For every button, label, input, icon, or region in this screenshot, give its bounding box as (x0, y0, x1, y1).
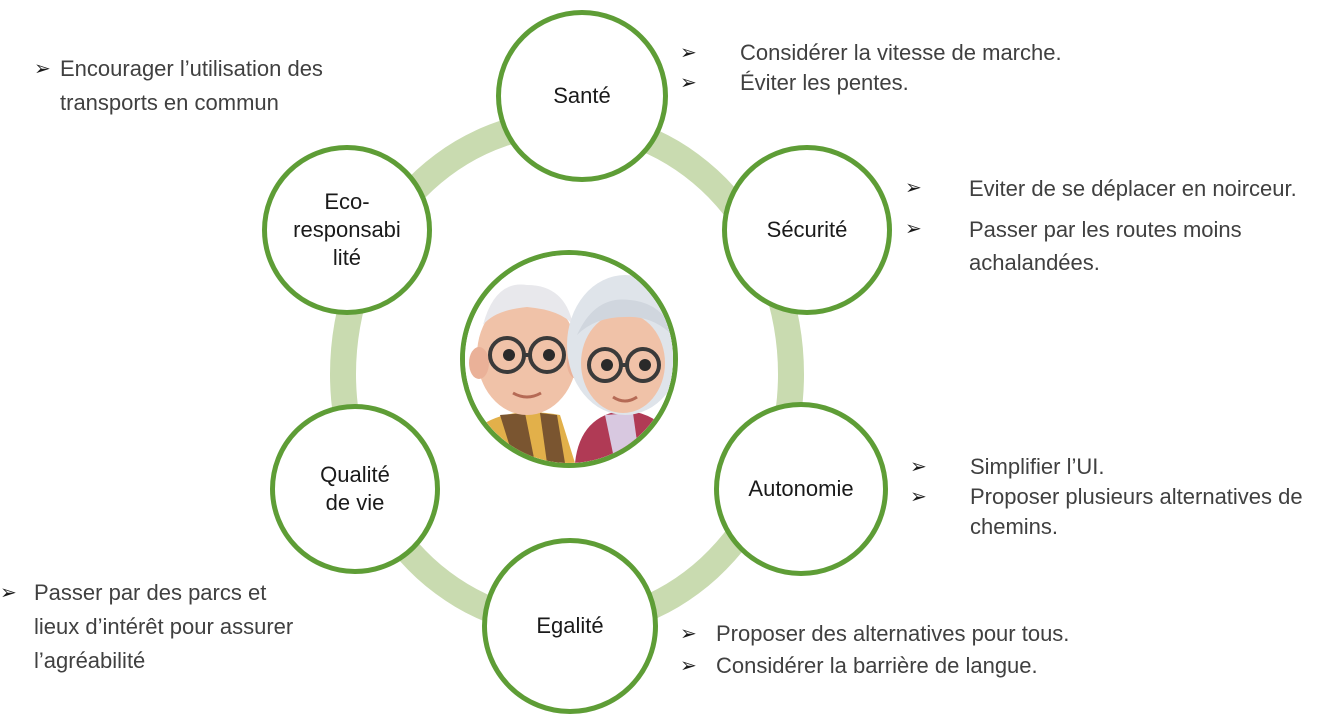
tip-item: ➢ Simplifier l’UI. (910, 452, 1320, 482)
tip-item: ➢ Encourager l’utilisation des transport… (34, 52, 354, 120)
elderly-couple-illustration (460, 250, 678, 468)
tip-item: ➢ Éviter les pentes. (680, 68, 1140, 98)
node-securite: Sécurité (722, 145, 892, 315)
tip-item: ➢ Eviter de se déplacer en noirceur. (905, 172, 1321, 205)
tip-item: ➢ Passer par des parcs et lieux d’intérê… (0, 576, 300, 678)
tips-securite: ➢ Eviter de se déplacer en noirceur. ➢ P… (905, 172, 1321, 279)
tips-autonomie: ➢ Simplifier l’UI. ➢ Proposer plusieurs … (910, 452, 1320, 542)
node-autonomie: Autonomie (714, 402, 888, 576)
node-sante: Santé (496, 10, 668, 182)
tips-qualite-de-vie: ➢ Passer par des parcs et lieux d’intérê… (0, 576, 300, 678)
node-label-eco-responsabilite: Eco- responsabi lité (293, 189, 401, 270)
elderly-couple-icon (465, 255, 673, 463)
arrow-bullet-icon: ➢ (680, 655, 697, 677)
arrow-bullet-icon: ➢ (680, 72, 697, 94)
arrow-bullet-icon: ➢ (34, 58, 51, 80)
tip-text: Passer par les routes moins achalandées. (969, 217, 1242, 275)
node-label-securite: Sécurité (766, 217, 848, 242)
node-eco-responsabilite: Eco- responsabi lité (262, 145, 432, 315)
tip-text: Considérer la vitesse de marche. (740, 40, 1062, 65)
tip-item: ➢ Passer par les routes moins achalandée… (905, 213, 1321, 279)
node-label-qualite-de-vie: Qualité de vie (320, 462, 390, 515)
tips-sante: ➢ Considérer la vitesse de marche. ➢ Évi… (680, 38, 1140, 98)
tip-item: ➢ Proposer plusieurs alternatives de che… (910, 482, 1320, 542)
tip-text: Encourager l’utilisation des transports … (60, 56, 323, 115)
arrow-bullet-icon: ➢ (905, 177, 922, 199)
arrow-bullet-icon: ➢ (680, 623, 697, 645)
tip-text: Considérer la barrière de langue. (716, 653, 1038, 678)
node-egalite: Egalité (482, 538, 658, 714)
tip-text: Proposer des alternatives pour tous. (716, 621, 1070, 646)
node-label-egalite: Egalité (536, 613, 604, 638)
tip-text: Simplifier l’UI. (970, 454, 1105, 479)
tips-egalite: ➢ Proposer des alternatives pour tous. ➢… (680, 618, 1180, 682)
arrow-bullet-icon: ➢ (910, 486, 927, 508)
tip-item: ➢ Considérer la vitesse de marche. (680, 38, 1140, 68)
arrow-bullet-icon: ➢ (905, 218, 922, 240)
tip-item: ➢ Considérer la barrière de langue. (680, 650, 1180, 682)
arrow-bullet-icon: ➢ (680, 42, 697, 64)
tip-text: Éviter les pentes. (740, 70, 909, 95)
arrow-bullet-icon: ➢ (910, 456, 927, 478)
tip-item: ➢ Proposer des alternatives pour tous. (680, 618, 1180, 650)
arrow-bullet-icon: ➢ (0, 582, 17, 604)
tips-eco-responsabilite: ➢ Encourager l’utilisation des transport… (34, 52, 354, 120)
tip-text: Eviter de se déplacer en noirceur. (969, 176, 1297, 201)
tip-text: Passer par des parcs et lieux d’intérêt … (34, 580, 294, 673)
node-label-autonomie: Autonomie (748, 476, 854, 501)
tip-text: Proposer plusieurs alternatives de chemi… (970, 484, 1303, 539)
node-label-sante: Santé (553, 83, 611, 108)
node-qualite-de-vie: Qualité de vie (270, 404, 440, 574)
